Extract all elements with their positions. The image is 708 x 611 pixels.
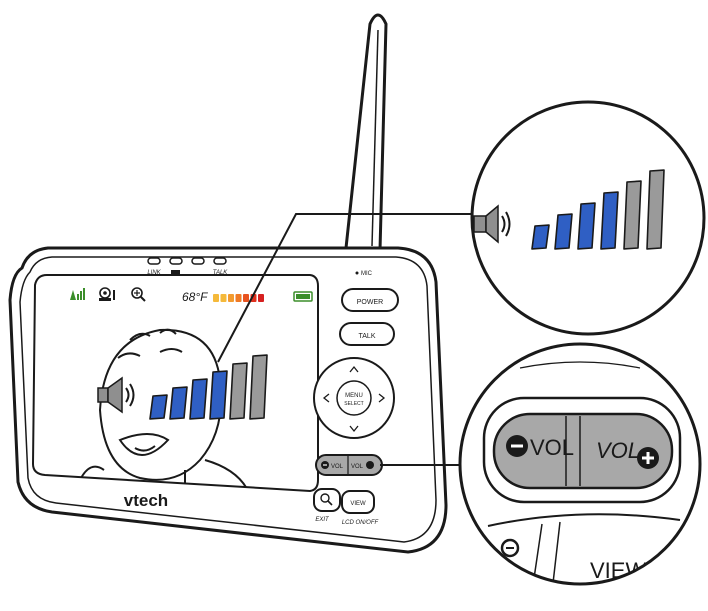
plus-icon — [366, 461, 374, 469]
callout-vol-down-label: VOL — [530, 435, 574, 460]
menu-label: MENU — [345, 393, 363, 399]
volume-level-bar — [249, 354, 268, 420]
volume-level-bar — [229, 362, 248, 420]
volume-level-bar — [189, 378, 208, 420]
svg-text:VIEW: VIEW — [350, 501, 366, 507]
signal-icon — [70, 288, 85, 300]
svg-text:TALK: TALK — [359, 333, 376, 340]
volume-level-bar — [209, 370, 228, 420]
arrow-down-icon — [349, 425, 359, 433]
vol-down-label: VOL — [331, 464, 344, 470]
camera-icon — [99, 287, 115, 301]
screen-speaker-icon — [97, 376, 135, 414]
callout-volume-bars — [531, 169, 665, 250]
volume-level-bar — [149, 394, 168, 420]
battery-icon — [293, 291, 313, 302]
sound-level-segment — [235, 294, 242, 302]
volume-buttons[interactable]: VOL VOL — [315, 454, 383, 476]
callout-speaker-icon — [473, 204, 511, 244]
volume-level-bar — [623, 180, 642, 250]
callout-leaders — [217, 213, 472, 466]
lcd-label: LCD ON/OFF — [342, 520, 379, 526]
indicator-lights: LINK TALK MIC — [147, 257, 373, 277]
brand-logo: vtech — [124, 491, 168, 510]
volume-callout — [470, 100, 706, 336]
zoom-icon — [131, 287, 146, 302]
svg-text:POWER: POWER — [357, 299, 383, 306]
volume-level-bar — [577, 202, 596, 250]
mic-dot — [355, 271, 359, 275]
callout-vol-up-label: VOL — [596, 438, 640, 463]
arrow-left-icon — [322, 393, 330, 403]
indicator-label-talk: TALK — [213, 270, 229, 276]
antenna — [344, 13, 388, 252]
volume-level-bar — [646, 169, 665, 250]
exit-label: EXIT — [315, 517, 330, 523]
view-button[interactable]: VIEW LCD ON/OFF — [341, 490, 379, 526]
volume-level-bar — [531, 224, 550, 250]
arrow-right-icon — [378, 393, 386, 403]
sound-level-meter — [213, 294, 264, 302]
arrow-up-icon — [349, 365, 359, 373]
talk-button[interactable]: TALK — [339, 322, 395, 346]
device-controls: POWER TALK MENU SELECT VOL VOL — [313, 288, 399, 526]
power-button[interactable]: POWER — [341, 288, 399, 312]
sound-level-segment — [243, 294, 249, 302]
screen-volume-bars — [149, 354, 268, 420]
screen-status-bar: 68°F — [70, 287, 313, 304]
sound-level-segment — [258, 294, 264, 302]
volume-level-bar — [600, 191, 619, 250]
volume-level-bar — [169, 386, 188, 420]
lcd-screen: 68°F — [31, 274, 319, 493]
vol-up-label: VOL — [351, 464, 364, 470]
volume-level-bar — [554, 213, 573, 250]
zoom-exit-button[interactable]: EXIT — [313, 488, 341, 523]
indicator-label-link: LINK — [147, 270, 161, 276]
mic-label: MIC — [361, 271, 373, 277]
callout-volume-buttons[interactable]: VOL VOL — [492, 412, 674, 490]
callout-zoom-icon — [500, 538, 520, 558]
battery-mini-icon — [171, 270, 180, 274]
select-label: SELECT — [344, 401, 363, 407]
temperature-readout: 68°F — [182, 290, 208, 304]
buttons-callout: VOL VOL VIEW — [458, 342, 702, 586]
sound-level-segment — [213, 294, 219, 302]
sound-level-segment — [220, 294, 227, 302]
sound-level-segment — [228, 294, 234, 302]
navigation-pad[interactable]: MENU SELECT — [313, 357, 395, 439]
